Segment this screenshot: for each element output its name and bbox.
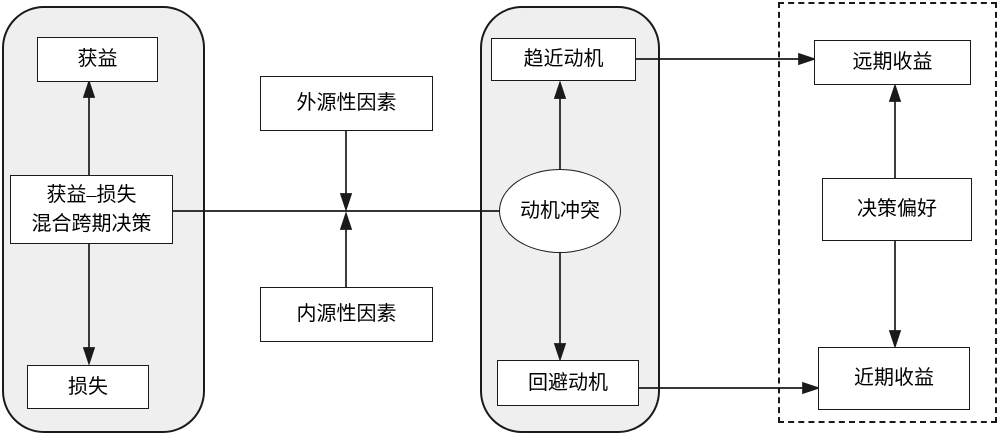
external-factor-node: 外源性因素	[260, 76, 433, 131]
mixed-decision-label-line2: 混合跨期决策	[31, 212, 152, 235]
outcome-group-dashed-container	[778, 2, 997, 423]
arrow-mixed-to-loss	[82, 244, 96, 366]
arrow-mixed-to-gain	[82, 79, 96, 175]
decision-preference-label: 决策偏好	[857, 198, 937, 220]
near-benefit-label: 近期收益	[854, 367, 934, 389]
far-benefit-node: 远期收益	[814, 40, 971, 85]
loss-label: 损失	[68, 375, 108, 398]
motivation-conflict-label: 动机冲突	[520, 199, 600, 222]
internal-factor-label: 内源性因素	[296, 303, 397, 325]
mixed-intertemporal-decision-node: 获益–损失 混合跨期决策	[10, 175, 173, 244]
approach-motivation-label: 趋近动机	[523, 48, 604, 70]
gain-node: 获益	[37, 37, 158, 82]
gain-label: 获益	[77, 48, 118, 70]
avoidance-motivation-label: 回避动机	[528, 371, 608, 394]
loss-node: 损失	[27, 365, 149, 409]
mixed-decision-label-line1: 获益–损失	[46, 183, 137, 206]
far-benefit-label: 远期收益	[852, 51, 933, 73]
arrow-external-to-line	[339, 131, 353, 212]
arrow-conflict-to-approach	[553, 80, 567, 170]
near-benefit-node: 近期收益	[818, 347, 970, 410]
approach-motivation-node: 趋近动机	[491, 38, 636, 81]
arrow-conflict-to-avoidance	[553, 252, 567, 362]
arrow-internal-to-line	[339, 211, 353, 287]
arrow-approach-to-far-benefit	[636, 52, 817, 66]
motivation-conflict-ellipse: 动机冲突	[499, 169, 621, 253]
external-factor-label: 外源性因素	[296, 92, 397, 114]
internal-factor-node: 内源性因素	[260, 287, 433, 342]
arrow-preference-to-near-benefit	[888, 241, 902, 349]
avoidance-motivation-node: 回避动机	[497, 360, 639, 406]
decision-preference-node: 决策偏好	[822, 178, 972, 241]
arrow-preference-to-far-benefit	[888, 83, 902, 178]
arrow-avoidance-to-near-benefit	[639, 381, 821, 395]
